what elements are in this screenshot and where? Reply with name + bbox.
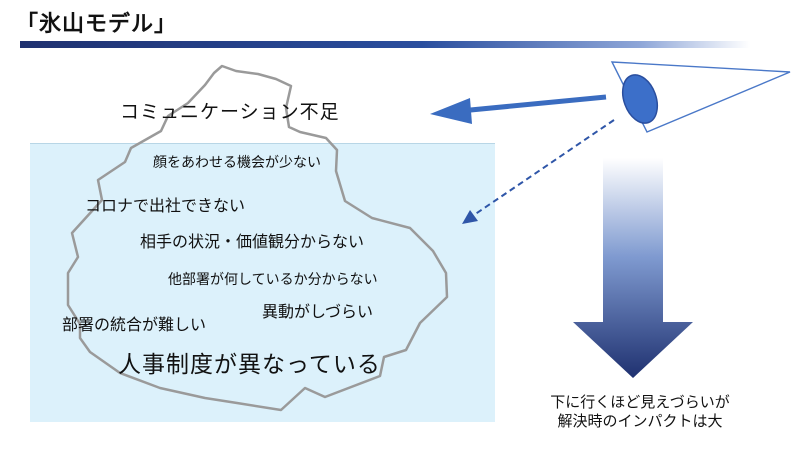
solid-arrow-icon xyxy=(430,94,607,124)
title-underline-bar xyxy=(20,41,750,48)
eye-icon xyxy=(610,61,791,133)
underwater-item: 部署の統合が難しい xyxy=(62,315,207,334)
dashed-arrow-icon xyxy=(462,119,615,224)
caption-line: 下に行くほど見えづらいが xyxy=(550,393,730,411)
slide-title: 「氷山モデル」 xyxy=(16,12,178,37)
underwater-item: 他部署が何しているか分からない xyxy=(168,272,378,288)
underwater-item: コロナで出社できない xyxy=(85,196,246,215)
iceberg-outline xyxy=(66,64,449,412)
underwater-item: 異動がしづらい xyxy=(262,302,374,321)
underwater-item-root: 人事制度が異なっている xyxy=(118,352,381,378)
down-arrow-icon xyxy=(573,158,693,378)
underwater-item: 顔をあわせる機会が少ない xyxy=(153,155,321,171)
down-arrow-caption: 下に行くほど見えづらいが 解決時のインパクトは大 xyxy=(520,393,760,431)
underwater-item: 相手の状況・価値観分からない xyxy=(140,232,365,251)
above-water-label: コミュニケーション不足 xyxy=(120,101,340,123)
caption-line: 解決時のインパクトは大 xyxy=(557,412,723,430)
water-area xyxy=(30,143,495,422)
